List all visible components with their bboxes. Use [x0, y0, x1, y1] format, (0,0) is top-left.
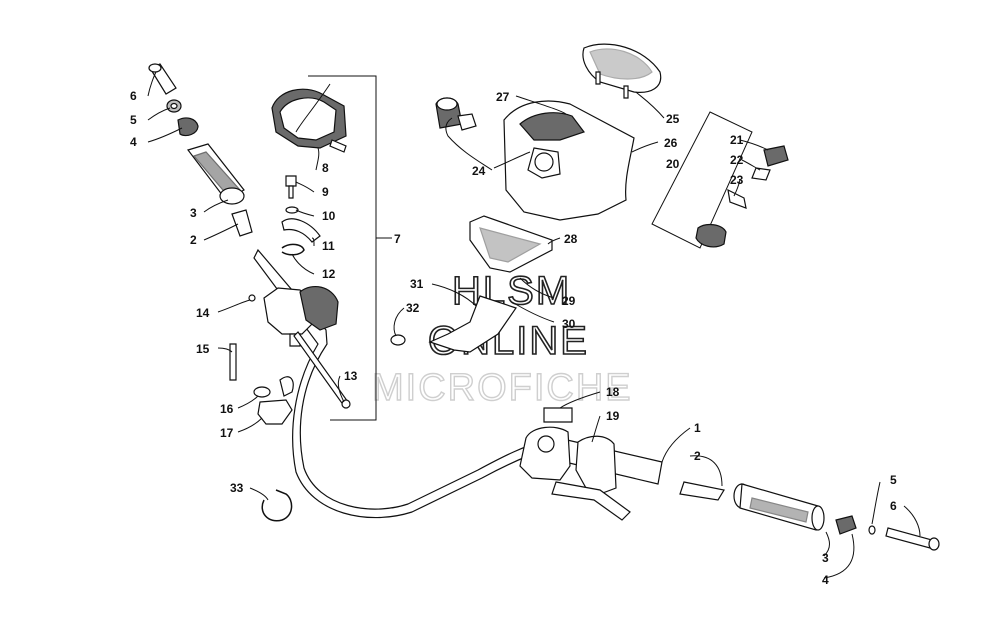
left-control-housing	[229, 285, 351, 409]
part-label-10: 10	[322, 209, 336, 223]
left-switch-housing	[271, 88, 347, 153]
group-bracket-20	[651, 111, 753, 249]
part-label-25: 25	[666, 112, 680, 126]
hose-clip	[261, 489, 293, 522]
part-label-6-right: 6	[890, 499, 897, 513]
leader-lines	[147, 71, 921, 579]
part-label-5-left: 5	[130, 113, 137, 127]
part-label-16: 16	[220, 402, 234, 416]
part-label-5-right: 5	[890, 473, 897, 487]
part-label-22: 22	[730, 153, 744, 167]
mirror-bracket	[253, 376, 294, 425]
part-label-7: 7	[394, 232, 401, 246]
part-label-17: 17	[220, 426, 234, 440]
part-label-11: 11	[322, 239, 335, 253]
part-label-27: 27	[496, 90, 510, 104]
watermark-line-1: HLSM	[452, 269, 571, 313]
part-label-4-left: 4	[130, 135, 137, 149]
group-bracket-7	[308, 75, 377, 421]
pod-mount	[390, 215, 553, 353]
part-label-13: 13	[344, 369, 358, 383]
part-label-4-right: 4	[822, 573, 829, 587]
part-label-30: 30	[562, 317, 576, 331]
part-label-29: 29	[562, 294, 576, 308]
part-label-20: 20	[666, 157, 680, 171]
part-label-32: 32	[406, 301, 420, 315]
switch-fasteners	[281, 175, 321, 256]
part-labels: 6 5 4 3 2 8 9 10 11 12 7 14 15 13 16 17 …	[130, 89, 897, 587]
part-label-1: 1	[694, 421, 701, 435]
instrument-pod	[503, 100, 635, 221]
part-label-14: 14	[196, 306, 210, 320]
part-label-23: 23	[730, 173, 744, 187]
ignition-switch	[695, 145, 789, 248]
part-label-18: 18	[606, 385, 620, 399]
right-grip-assembly	[679, 481, 940, 551]
part-label-8: 8	[322, 161, 329, 175]
part-label-19: 19	[606, 409, 620, 423]
part-label-9: 9	[322, 185, 329, 199]
part-label-2-right: 2	[694, 449, 701, 463]
part-label-15: 15	[196, 342, 210, 356]
watermark-line-3: MICROFICHE	[372, 367, 633, 409]
part-label-31: 31	[410, 277, 424, 291]
part-label-3-left: 3	[190, 206, 197, 220]
part-label-3-right: 3	[822, 551, 829, 565]
right-control-assembly	[519, 407, 631, 521]
part-label-24: 24	[472, 164, 486, 178]
power-outlet	[435, 97, 477, 131]
part-label-26: 26	[664, 136, 678, 150]
part-label-28: 28	[564, 232, 578, 246]
left-grip-assembly	[148, 63, 253, 237]
part-label-33: 33	[230, 481, 244, 495]
speedometer-gauge	[582, 43, 662, 99]
part-label-21: 21	[730, 133, 744, 147]
part-label-2-left: 2	[190, 233, 197, 247]
part-label-12: 12	[322, 267, 336, 281]
part-label-6-left: 6	[130, 89, 137, 103]
